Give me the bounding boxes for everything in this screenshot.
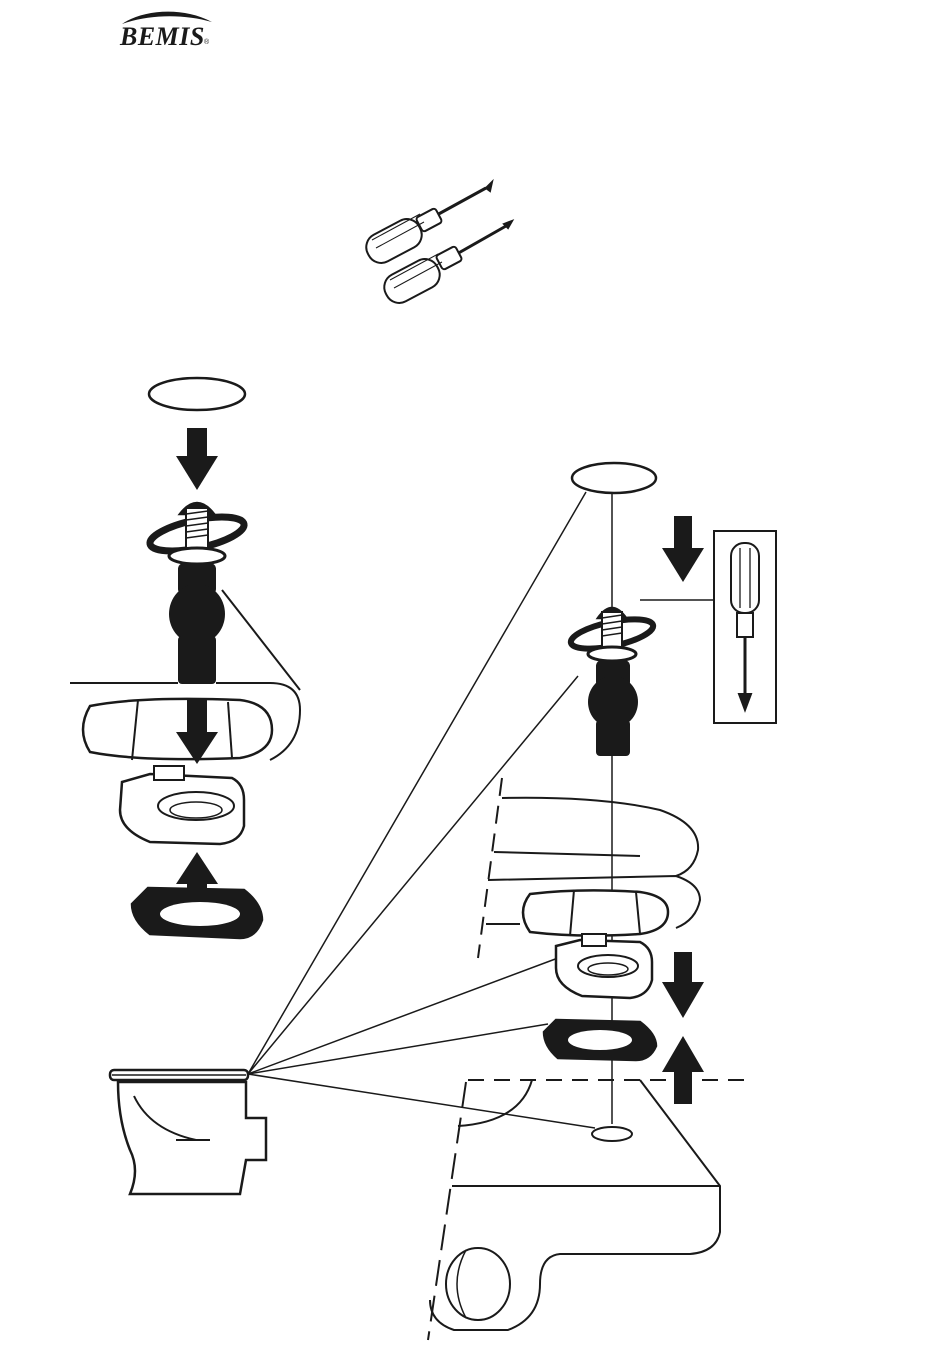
arrow-down-icon — [176, 428, 218, 490]
right-assembly — [428, 463, 776, 1340]
mounting-hole-icon — [592, 1127, 632, 1141]
seat-hinge-bar-icon — [83, 699, 272, 759]
cap-cover-icon — [572, 463, 656, 493]
seat-hinge-bar-icon — [523, 890, 668, 935]
hinge-post-icon — [588, 660, 638, 756]
phillips-screwdriver-icon — [361, 182, 492, 268]
arrow-up-icon — [662, 1036, 704, 1104]
left-assembly — [70, 378, 300, 938]
bowl-deck-outline — [428, 1080, 750, 1340]
screwdrivers-icon — [361, 182, 512, 308]
toilet-icon — [110, 1070, 266, 1194]
arrow-down-icon — [662, 516, 704, 582]
hinge-post-icon — [169, 563, 225, 684]
arrow-down-icon — [662, 952, 704, 1018]
cap-cover-icon — [149, 378, 245, 410]
